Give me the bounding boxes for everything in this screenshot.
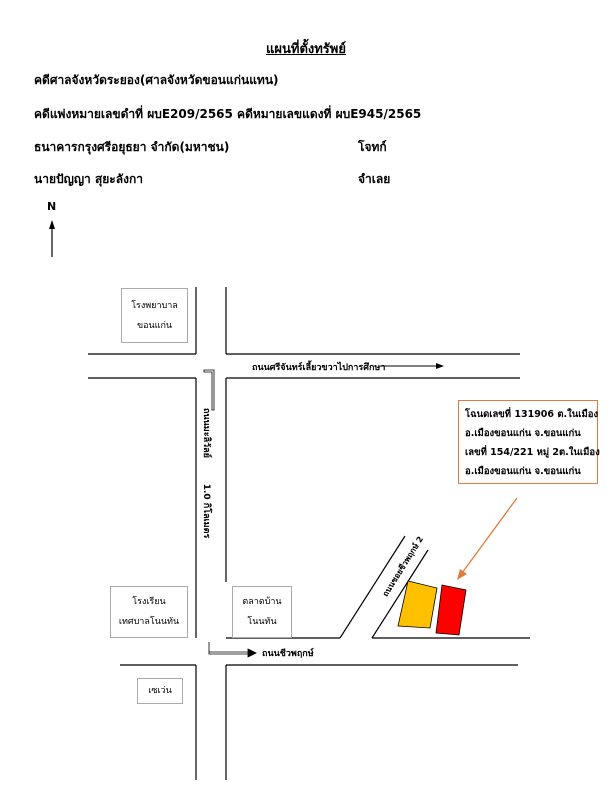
shop-box: เซเว่น [137,678,183,704]
property-info-line-3: เลขที่ 154/221 หมู่ 2ต.ในเมือง [465,447,600,458]
soi-road [339,535,429,639]
school-label-1: โรงเรียน [132,597,166,607]
distance-label: 1.0 กิโลเมตร [201,483,211,539]
page-title: แผนที่ตั้งทรัพย์ [266,42,346,57]
route-arrow-icon [203,369,257,658]
top-road-label: ถนนศรีจันทร์เลี้ยวขวาไปการศึกษา [252,363,386,373]
shop-label: เซเว่น [148,686,172,696]
bottom-road-label: ถนนชีวพฤกษ์ [262,649,314,659]
defendant-role: จำเลย [358,172,391,186]
defendant-name: นายปัญญา สุยะลังกา [34,172,143,186]
hospital-label-2: ขอนแก่น [136,320,173,331]
school-box: โรงเรียน เทศบาลโนนทัน [110,586,188,638]
property-info-box: โฉนดเลขที่ 131906 ต.ในเมือง อ.เมืองขอนแก… [458,400,600,484]
property-info-line-1: โฉนดเลขที่ 131906 ต.ในเมือง [465,409,599,420]
hospital-box: โรงพยาบาล ขอนแก่น [121,288,188,343]
school-label-2: เทศบาลโนนทัน [118,617,180,627]
property-info-line-2: อ.เมืองขอนแก่น จ.ขอนแก่น [465,428,581,439]
court-line: คดีศาลจังหวัดระยอง(ศาลจังหวัดขอนแก่นแทน) [34,73,279,87]
property-info-line-4: อ.เมืองขอนแก่น จ.ขอนแก่น [465,466,581,477]
subject-lot [435,584,467,636]
direction-arrow-icon [380,363,444,369]
market-label-2: โนนทัน [247,617,277,627]
bottom-road [120,637,530,666]
north-arrow-icon [49,220,55,257]
compass-label: N [47,200,57,213]
market-box: ตลาดบ้าน โนนทัน [232,586,292,638]
pointer-arrow-icon [457,497,518,580]
top-road [88,353,520,379]
vertical-road [195,287,227,780]
plaintiff-name: ธนาคารกรุงศรีอยุธยา จำกัด(มหาชน) [34,140,230,154]
market-label-1: ตลาดบ้าน [242,597,282,607]
hospital-label-1: โรงพยาบาล [131,300,178,311]
plaintiff-role: โจทก์ [358,140,387,154]
neighbor-lot [397,580,438,629]
case-number-line: คดีแพ่งหมายเลขดำที่ ผบE209/2565 คดีหมายเ… [34,107,422,121]
